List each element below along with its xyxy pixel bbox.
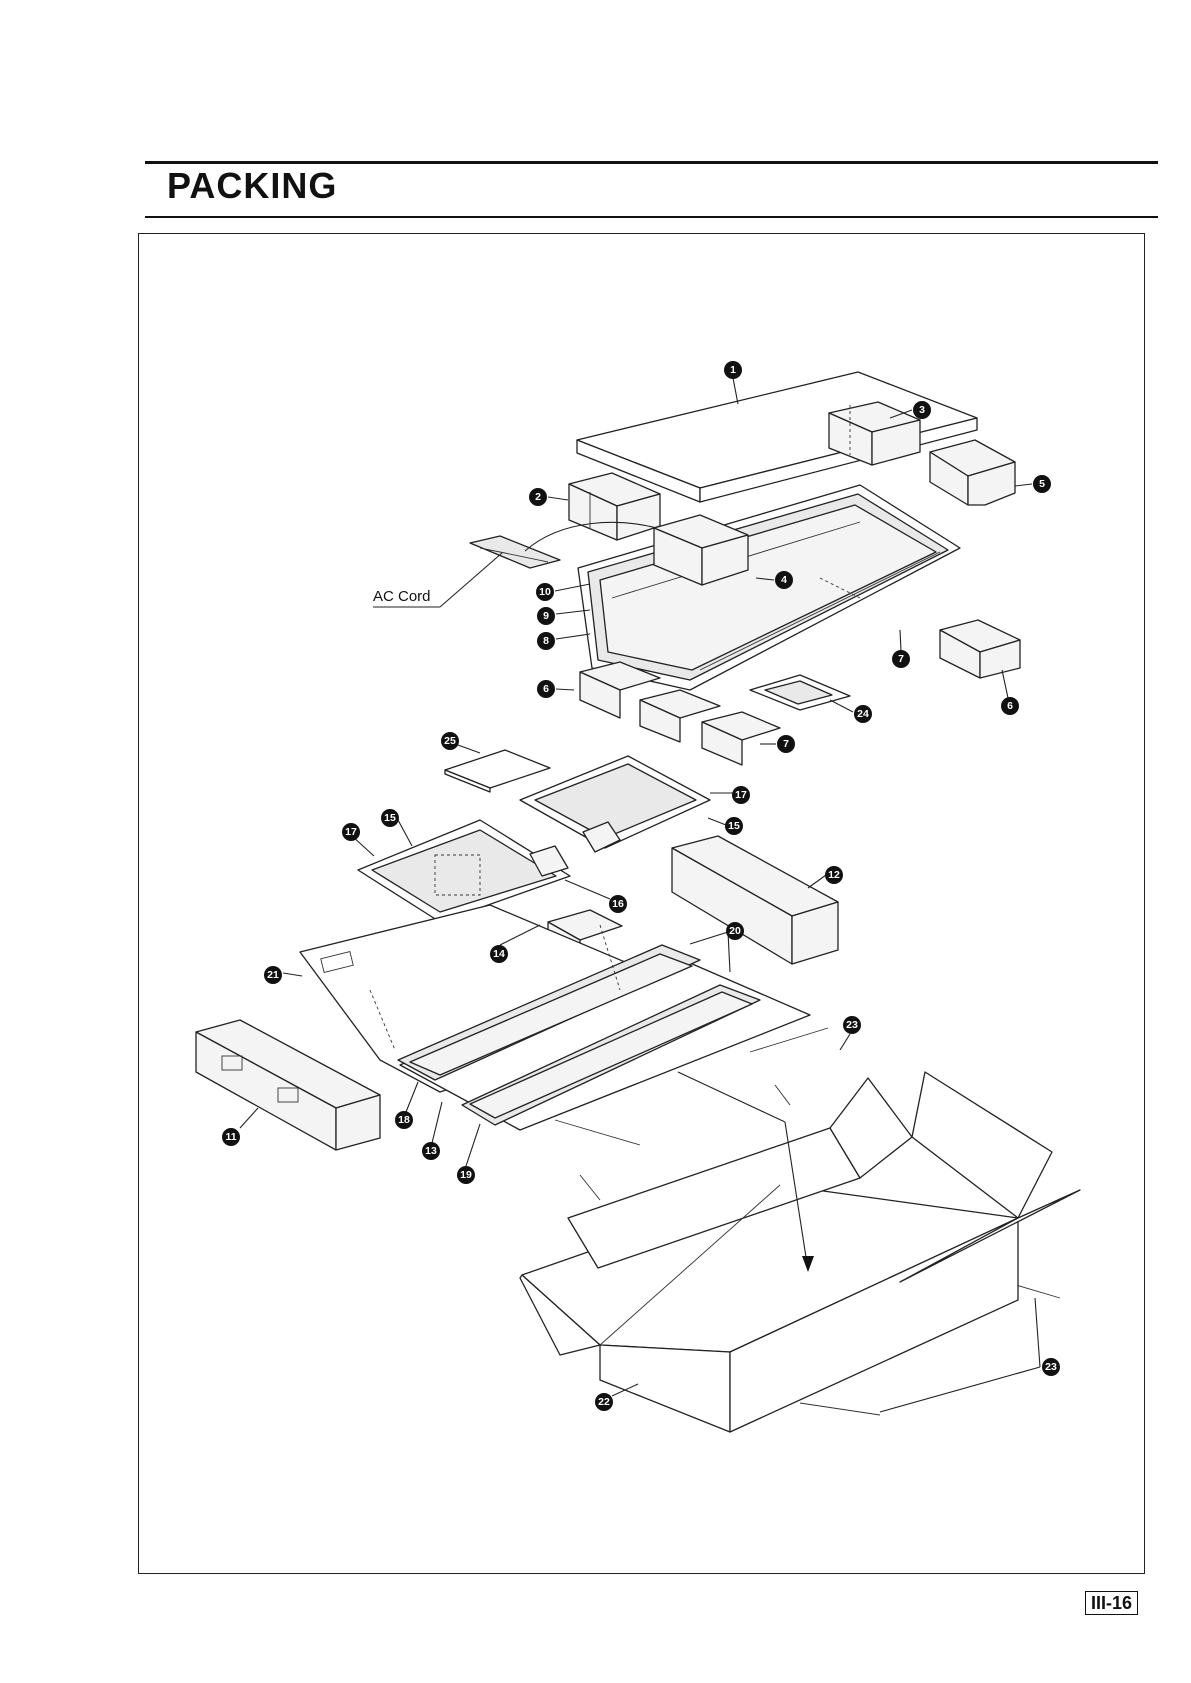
svg-text:23: 23 bbox=[846, 1019, 858, 1031]
callout-7b: 7 bbox=[777, 735, 795, 753]
svg-text:15: 15 bbox=[728, 820, 740, 832]
part-foam-11 bbox=[196, 1020, 380, 1150]
svg-text:11: 11 bbox=[225, 1131, 236, 1143]
callout-17a: 17 bbox=[342, 823, 360, 841]
svg-text:9: 9 bbox=[543, 610, 549, 622]
callout-20: 20 bbox=[726, 922, 744, 940]
callout-24: 24 bbox=[854, 705, 872, 723]
svg-text:5: 5 bbox=[1039, 478, 1045, 490]
callout-22: 22 bbox=[595, 1393, 613, 1411]
callout-4: 4 bbox=[775, 571, 793, 589]
callout-16: 16 bbox=[609, 895, 627, 913]
callout-11: 11 bbox=[222, 1128, 240, 1146]
page-number: III-16 bbox=[1085, 1591, 1138, 1615]
callout-13: 13 bbox=[422, 1142, 440, 1160]
svg-text:14: 14 bbox=[493, 948, 505, 960]
callout-8: 8 bbox=[537, 632, 555, 650]
callout-6a: 6 bbox=[537, 680, 555, 698]
callout-12: 12 bbox=[825, 866, 843, 884]
svg-text:20: 20 bbox=[729, 925, 741, 937]
part-bagged-component-left bbox=[358, 820, 570, 922]
callout-18: 18 bbox=[395, 1111, 413, 1129]
svg-text:18: 18 bbox=[398, 1114, 410, 1126]
callout-6b: 6 bbox=[1001, 697, 1019, 715]
svg-text:23: 23 bbox=[1045, 1361, 1057, 1373]
svg-text:7: 7 bbox=[783, 738, 789, 750]
svg-text:17: 17 bbox=[735, 789, 747, 801]
part-carton-22 bbox=[520, 1072, 1080, 1432]
svg-text:24: 24 bbox=[857, 708, 869, 720]
callout-2: 2 bbox=[529, 488, 547, 506]
svg-text:17: 17 bbox=[345, 826, 357, 838]
callout-10: 10 bbox=[536, 583, 554, 601]
callout-1: 1 bbox=[724, 361, 742, 379]
callout-25: 25 bbox=[441, 732, 459, 750]
svg-text:15: 15 bbox=[384, 812, 396, 824]
ac-cord-label: AC Cord bbox=[373, 588, 431, 605]
svg-text:7: 7 bbox=[898, 653, 904, 665]
svg-text:2: 2 bbox=[535, 491, 541, 503]
callout-15a: 15 bbox=[381, 809, 399, 827]
callout-14: 14 bbox=[490, 945, 508, 963]
part-bagged-component-right bbox=[520, 756, 710, 852]
callout-17b: 17 bbox=[732, 786, 750, 804]
svg-text:12: 12 bbox=[828, 869, 840, 881]
svg-text:6: 6 bbox=[1007, 700, 1013, 712]
part-ac-cord-bag bbox=[470, 536, 560, 568]
svg-text:4: 4 bbox=[781, 574, 787, 586]
svg-text:21: 21 bbox=[267, 969, 279, 981]
ac-cord-leader bbox=[440, 553, 502, 607]
svg-text:6: 6 bbox=[543, 683, 549, 695]
svg-text:16: 16 bbox=[612, 898, 624, 910]
svg-text:22: 22 bbox=[598, 1396, 610, 1408]
svg-text:10: 10 bbox=[539, 586, 551, 598]
callout-3: 3 bbox=[913, 401, 931, 419]
svg-text:25: 25 bbox=[444, 735, 456, 747]
callout-21: 21 bbox=[264, 966, 282, 984]
part-manual-25 bbox=[445, 750, 550, 792]
svg-text:13: 13 bbox=[425, 1145, 437, 1157]
callout-19: 19 bbox=[457, 1166, 475, 1184]
svg-text:1: 1 bbox=[730, 364, 736, 376]
svg-text:19: 19 bbox=[460, 1169, 472, 1181]
part-foam-block-2 bbox=[569, 473, 660, 540]
callout-15b: 15 bbox=[725, 817, 743, 835]
drop-arrow-line-a bbox=[678, 1072, 785, 1122]
callout-23a: 23 bbox=[843, 1016, 861, 1034]
part-foam-12 bbox=[672, 836, 838, 964]
callout-5: 5 bbox=[1033, 475, 1051, 493]
callout-9: 9 bbox=[537, 607, 555, 625]
callout-7a: 7 bbox=[892, 650, 910, 668]
svg-text:8: 8 bbox=[543, 635, 549, 647]
callout-23b: 23 bbox=[1042, 1358, 1060, 1376]
part-tray-24 bbox=[750, 675, 850, 710]
part-foam-end-5 bbox=[930, 440, 1015, 505]
svg-text:3: 3 bbox=[919, 404, 925, 416]
